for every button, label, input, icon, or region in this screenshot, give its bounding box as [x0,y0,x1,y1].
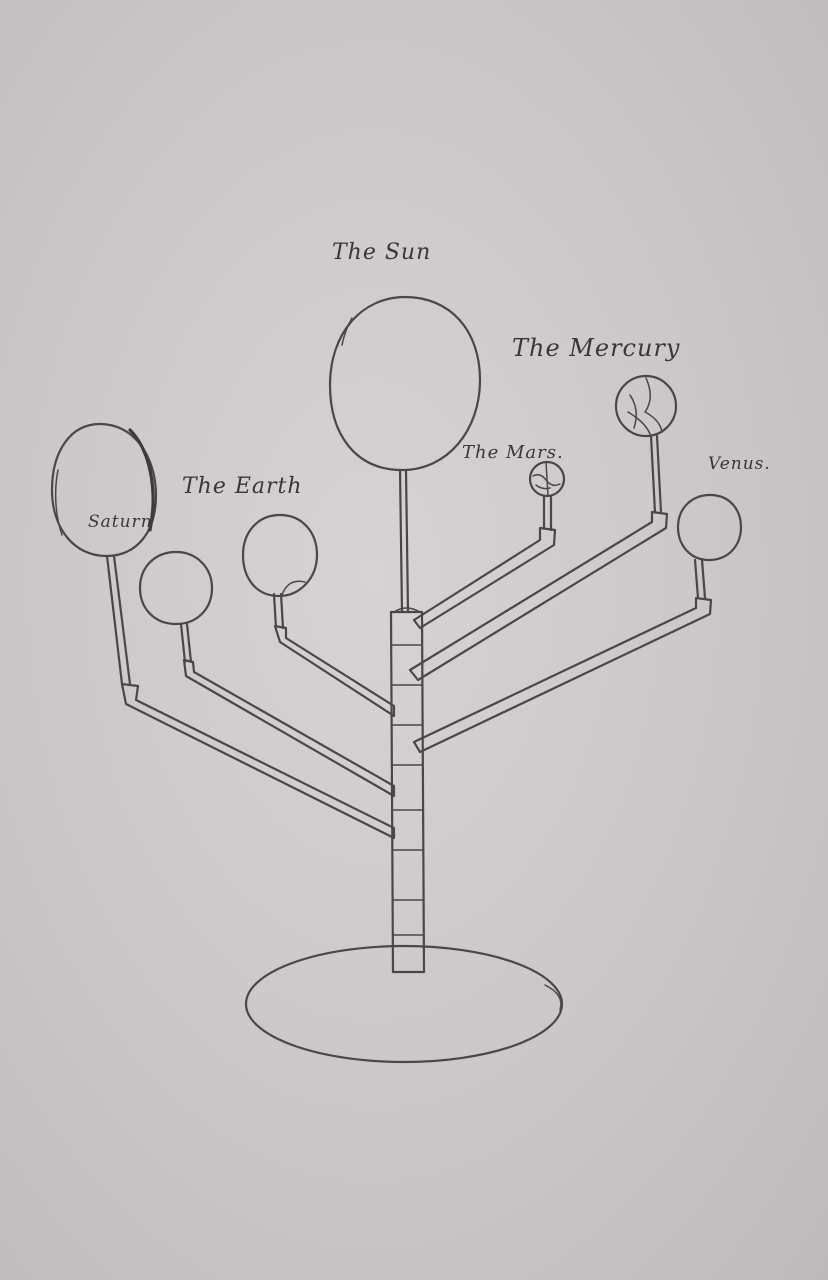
earth-planet [241,513,319,598]
saturn-planet [50,422,158,558]
label-the-sun: The Sun [332,240,432,265]
label-the-mars: The Mars. [462,442,564,463]
label-saturn: Saturn [88,512,153,532]
label-venus: Venus. [708,454,771,474]
label-the-mercury: The Mercury [512,334,681,362]
mercury-arm [408,434,669,682]
sun-stem [398,468,410,614]
earth-arm [272,592,396,718]
sun-planet [328,295,482,472]
venus-arm [412,558,713,754]
saturn-arm [105,554,396,840]
second-left-arm [179,622,396,798]
mercury-planet [614,374,678,438]
stand-base [244,944,564,1064]
label-the-earth: The Earth [182,474,303,499]
venus-planet [676,493,743,562]
mars-arm [412,494,557,630]
central-pole [389,607,426,974]
mars-planet [528,460,566,498]
second-left-planet [138,550,214,626]
